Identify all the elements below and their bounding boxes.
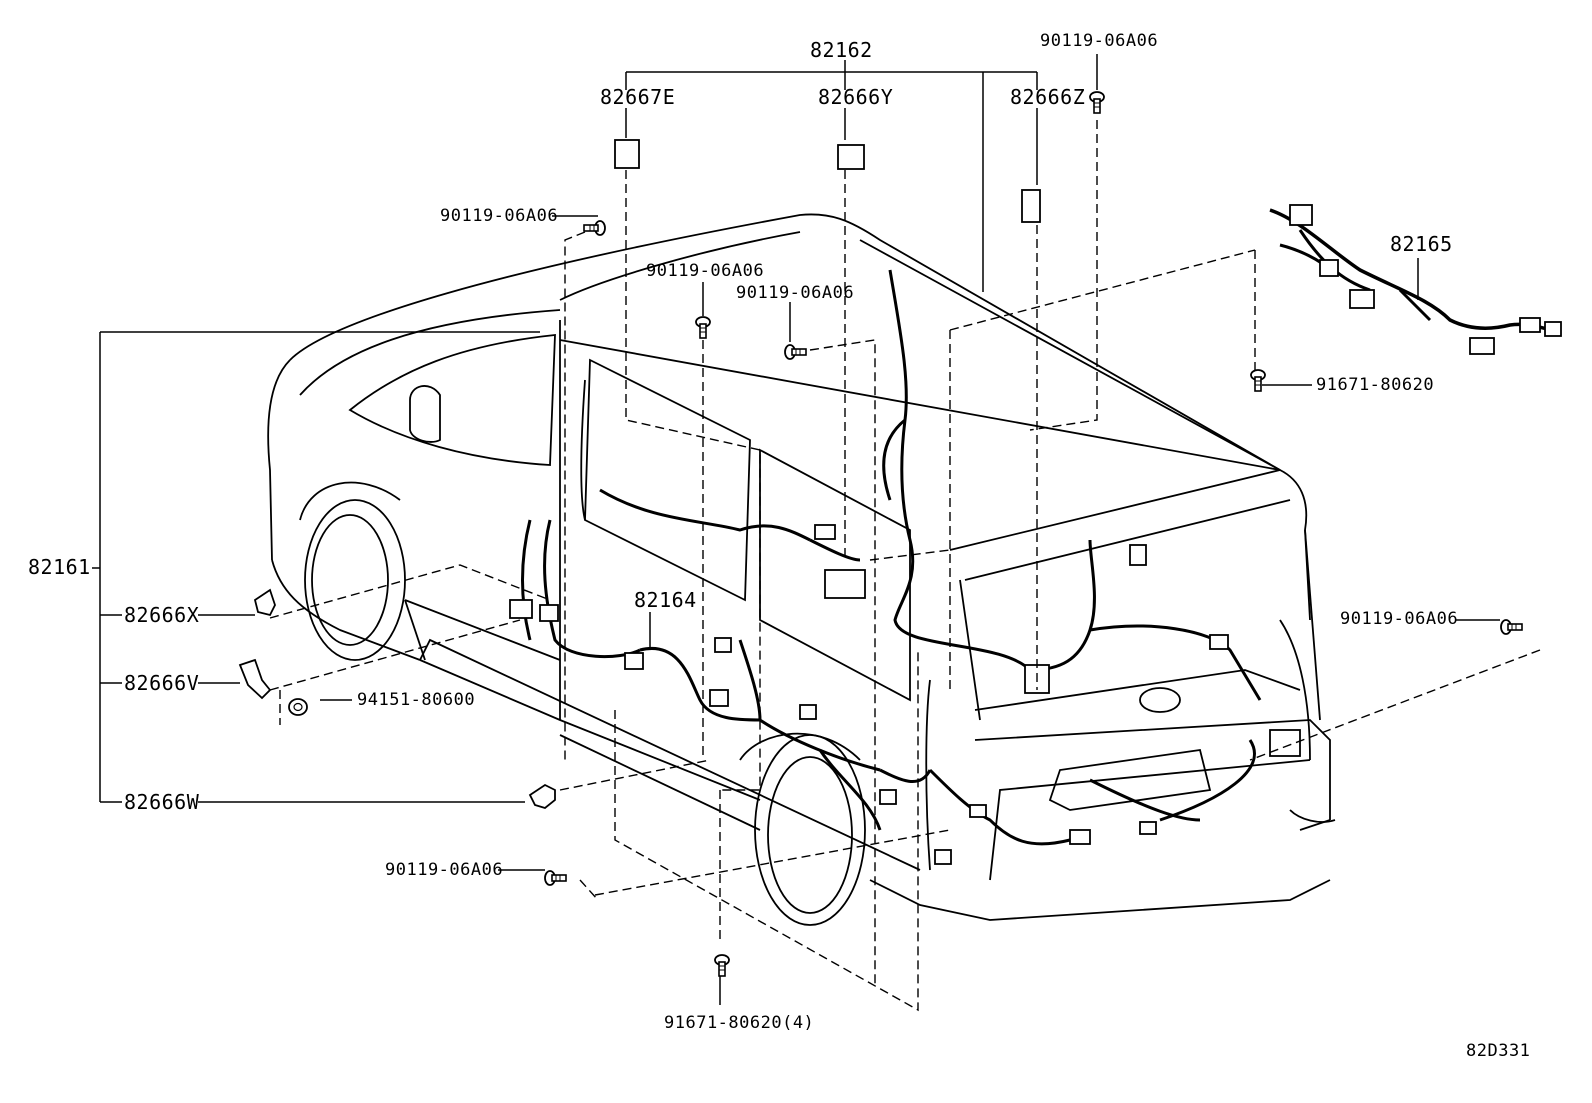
part-label-82161: 82161 xyxy=(28,555,91,579)
part-label-94151: 94151-80600 xyxy=(357,690,476,710)
part-label-82666x: 82666X xyxy=(124,603,200,627)
part-label-bolt-mid-b: 90119-06A06 xyxy=(736,283,855,303)
part-label-82666z: 82666Z xyxy=(1010,85,1086,109)
part-label-bolt-bottom-left: 90119-06A06 xyxy=(385,860,504,880)
flange-bolt-icon xyxy=(288,91,1523,977)
van-outline-icon xyxy=(267,213,1336,926)
part-label-82666v: 82666V xyxy=(124,671,200,695)
part-label-bolt-mid-a: 90119-06A06 xyxy=(646,261,765,281)
part-label-91671-top: 91671-80620 xyxy=(1316,375,1435,395)
part-label-bolt-top-left: 90119-06A06 xyxy=(440,206,559,226)
part-label-82666w: 82666W xyxy=(124,790,200,814)
part-label-82162: 82162 xyxy=(810,38,873,62)
grommet-icon xyxy=(288,698,308,716)
part-label-bolt-right: 90119-06A06 xyxy=(1340,609,1459,629)
wire-harness-icon xyxy=(521,208,1556,846)
connector-block-icon xyxy=(509,139,1562,865)
part-label-82164: 82164 xyxy=(634,588,697,612)
part-label-bolt-top-right: 90119-06A06 xyxy=(1040,31,1159,51)
part-label-91671-bottom: 91671-80620(4) xyxy=(664,1013,815,1033)
leader-lines xyxy=(92,54,1500,1005)
part-label-82667e: 82667E xyxy=(600,85,676,109)
diagram-code: 82D331 xyxy=(1466,1041,1531,1061)
part-label-82165: 82165 xyxy=(1390,232,1453,256)
reference-lines xyxy=(269,120,1541,1012)
part-label-82666y: 82666Y xyxy=(818,85,894,109)
